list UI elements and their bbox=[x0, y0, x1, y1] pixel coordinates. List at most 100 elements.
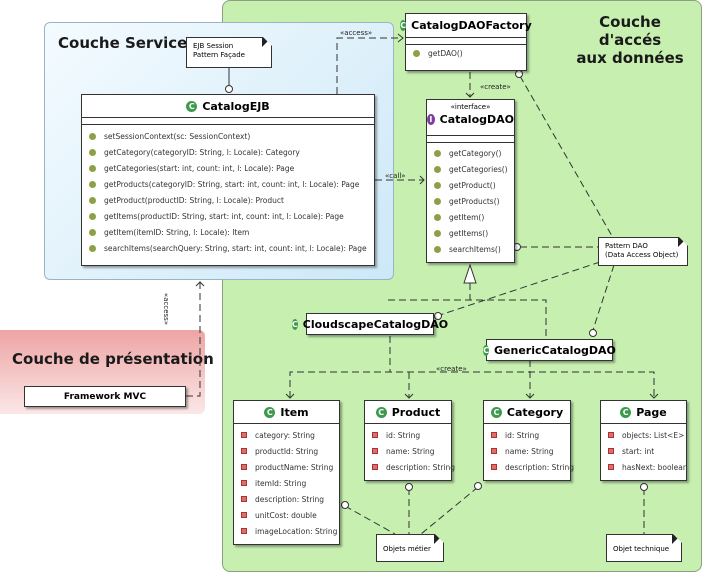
method-row: getItems(productID: String, start: int, … bbox=[82, 208, 374, 224]
public-method-icon bbox=[434, 213, 441, 221]
private-field-icon bbox=[241, 496, 247, 502]
access-label: «access» bbox=[162, 292, 171, 326]
private-field-icon bbox=[372, 432, 378, 438]
field-row: name: String bbox=[365, 443, 451, 459]
field-row: description: String bbox=[234, 491, 339, 507]
field-declaration: hasNext: boolean bbox=[622, 462, 688, 472]
public-method-icon bbox=[89, 132, 96, 140]
method-signature: getCategories() bbox=[449, 164, 508, 174]
method-signature: searchItems() bbox=[449, 244, 501, 254]
class-icon: C bbox=[375, 406, 387, 418]
private-field-icon bbox=[491, 464, 497, 470]
public-method-icon bbox=[413, 49, 420, 57]
note-text: Pattern Façade bbox=[193, 51, 245, 59]
private-field-icon bbox=[491, 432, 497, 438]
field-row: name: String bbox=[484, 443, 570, 459]
call-label: «call» bbox=[385, 172, 406, 180]
field-declaration: productName: String bbox=[255, 462, 334, 472]
class-name: Category bbox=[506, 405, 564, 419]
field-row: description: String bbox=[484, 459, 574, 475]
note-link bbox=[592, 264, 615, 331]
field-row: unitCost: double bbox=[234, 507, 339, 523]
field-declaration: category: String bbox=[255, 430, 315, 440]
access-label: «access» bbox=[340, 29, 373, 37]
field-row: productId: String bbox=[234, 443, 339, 459]
field-row: id: String bbox=[484, 427, 570, 443]
method-row: getProduct(productID: String, l: Locale)… bbox=[82, 192, 374, 208]
method-signature: getProduct(productID: String, l: Locale)… bbox=[104, 195, 284, 205]
field-declaration: id: String bbox=[505, 430, 540, 440]
method-signature: getItem() bbox=[449, 212, 485, 222]
access-dependency bbox=[336, 37, 403, 94]
field-declaration: description: String bbox=[386, 462, 455, 472]
public-method-icon bbox=[434, 245, 441, 253]
public-method-icon bbox=[89, 180, 96, 188]
create-label: «create» bbox=[480, 83, 511, 91]
method-signature: getItems(productID: String, start: int, … bbox=[104, 211, 344, 221]
create-dependency bbox=[289, 371, 655, 398]
class-name: CatalogEJB bbox=[202, 99, 270, 113]
cloudscape-catalog-dao-class[interactable]: C CloudscapeCatalogDAO bbox=[291, 313, 448, 335]
realization bbox=[388, 299, 547, 339]
class-name: CloudscapeCatalogDAO bbox=[302, 317, 449, 331]
interface-name: CatalogDAO bbox=[439, 112, 514, 126]
method-row: getProducts(categoryID: String, start: i… bbox=[82, 176, 374, 192]
method-row: getProducts() bbox=[427, 193, 514, 209]
method-signature: getProduct() bbox=[449, 180, 496, 190]
public-method-icon bbox=[89, 148, 96, 156]
public-method-icon bbox=[89, 164, 96, 172]
product-class[interactable]: C Product id: String name: String descripti… bbox=[364, 400, 455, 481]
item-class[interactable]: C Item category: String productId: String p… bbox=[233, 400, 340, 545]
method-signature: getCategories(start: int, count: int, l:… bbox=[104, 163, 295, 173]
service-layer-title: Couche Service bbox=[58, 34, 188, 52]
field-row: id: String bbox=[365, 427, 451, 443]
class-name: Page bbox=[636, 405, 667, 419]
class-icon: C bbox=[264, 406, 276, 418]
private-field-icon bbox=[241, 512, 247, 518]
title-line: Couche d'accés bbox=[598, 13, 662, 49]
private-field-icon bbox=[608, 464, 614, 470]
method-row: getCategory(categoryID: String, l: Local… bbox=[82, 144, 374, 160]
private-field-icon bbox=[372, 464, 378, 470]
private-field-icon bbox=[241, 464, 247, 470]
field-declaration: description: String bbox=[255, 494, 324, 504]
public-method-icon bbox=[89, 228, 96, 236]
method-signature: setSessionContext(sc: SessionContext) bbox=[104, 131, 251, 141]
field-declaration: unitCost: double bbox=[255, 510, 317, 520]
public-method-icon bbox=[434, 181, 441, 189]
framework-mvc-component[interactable]: Framework MVC bbox=[24, 386, 186, 407]
private-field-icon bbox=[608, 432, 614, 438]
note-text: EJB Session bbox=[193, 42, 234, 50]
class-name: Product bbox=[391, 405, 441, 419]
presentation-layer-title: Couche de présentation bbox=[12, 350, 214, 368]
private-field-icon bbox=[608, 448, 614, 454]
field-declaration: id: String bbox=[386, 430, 421, 440]
method-row: getCategories(start: int, count: int, l:… bbox=[82, 160, 374, 176]
note-link bbox=[519, 75, 613, 237]
field-row: imageLocation: String bbox=[234, 523, 339, 539]
field-declaration: imageLocation: String bbox=[255, 526, 338, 536]
public-method-icon bbox=[434, 197, 441, 205]
private-field-icon bbox=[241, 432, 247, 438]
class-name: GenericCatalogDAO bbox=[494, 343, 616, 357]
method-signature: getProducts(categoryID: String, start: i… bbox=[104, 179, 360, 189]
technical-object-note: Objet technique bbox=[606, 534, 682, 562]
dao-note: Pattern DAO(Data Access Object) bbox=[598, 237, 688, 266]
method-row: getCategory() bbox=[427, 145, 514, 161]
method-row: getItem() bbox=[427, 209, 514, 225]
field-declaration: description: String bbox=[505, 462, 574, 472]
public-method-icon bbox=[434, 229, 441, 237]
class-icon: C bbox=[291, 318, 298, 330]
interface-icon: I bbox=[427, 113, 435, 125]
public-method-icon bbox=[89, 212, 96, 220]
field-row: start: int bbox=[601, 443, 686, 459]
class-name: Item bbox=[280, 405, 309, 419]
